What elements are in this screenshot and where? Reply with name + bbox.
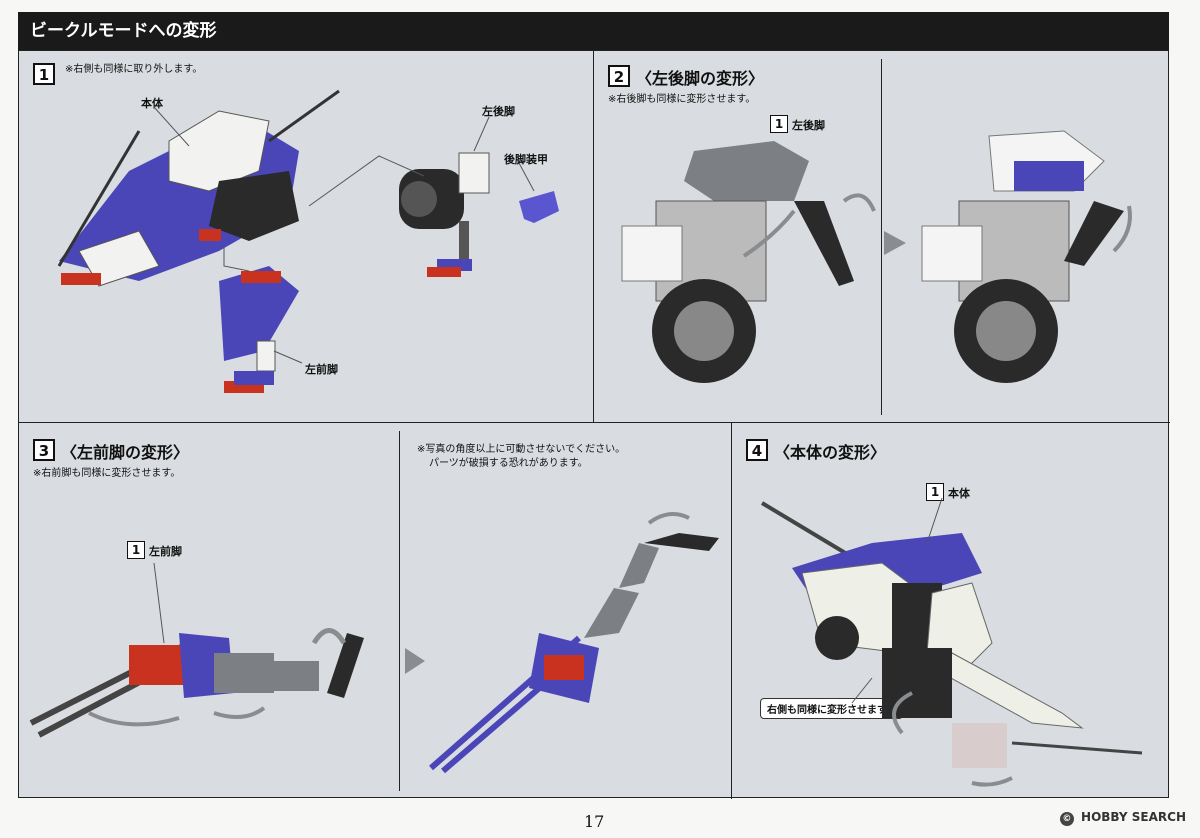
rotate-arrow-icon-7 — [647, 512, 690, 525]
step-2-panel: 2 〈左後脚の変形〉 ※右後脚も同様に変形させます。 1 左後脚 — [594, 51, 1170, 423]
step-4-part-number: 1 — [926, 483, 944, 501]
watermark-text: HOBBY SEARCH — [1081, 810, 1186, 824]
step-2-part-label: 左後脚 — [792, 119, 825, 132]
step-2-illustration — [621, 130, 1132, 383]
rotate-arrow-icon-2 — [842, 193, 876, 212]
label-body: 本体 — [141, 97, 163, 110]
section-header: ビークルモードへの変形 — [18, 12, 1169, 50]
step-2-part-number: 1 — [770, 115, 788, 133]
rotate-arrow-icon-4 — [88, 711, 180, 727]
step-3-note: ※右前脚も同様に変形させます。 — [33, 468, 181, 479]
step-4-panel: 4 〈本体の変形〉 1 本体 右側も同様に変形させます。 — [732, 423, 1170, 799]
next-arrow-icon — [884, 231, 906, 255]
step-4-illustration — [760, 497, 1143, 787]
rotate-arrow-icon-5 — [213, 706, 266, 719]
rotate-arrow-icon-3 — [1112, 205, 1132, 253]
step-1-number: 1 — [33, 63, 55, 85]
step-3-illustration — [29, 512, 719, 774]
step-1-panel: 1 ※右側も同様に取り外します。 本体 左後脚 後脚装甲 左前脚 — [19, 51, 594, 423]
next-arrow-icon-2 — [405, 648, 425, 674]
label-left-front-leg: 左前脚 — [305, 363, 338, 376]
step-2-note: ※右後脚も同様に変形させます。 — [608, 94, 756, 105]
step-3-part-label: 左前脚 — [149, 545, 182, 558]
robot-body-figure — [57, 89, 340, 287]
rear-leg-figure — [399, 152, 490, 277]
rear-leg-after-figure — [921, 130, 1124, 383]
step-1-illustration — [57, 89, 559, 393]
rotate-arrow-icon-8 — [892, 691, 913, 735]
section-title: ビークルモードへの変形 — [30, 21, 217, 41]
step-4-part-label: 本体 — [948, 487, 970, 500]
page-number: 17 — [584, 812, 605, 831]
front-leg-figure — [219, 266, 299, 393]
step-3-title: 〈左前脚の変形〉 — [61, 443, 190, 462]
step-2-title: 〈左後脚の変形〉 — [636, 69, 765, 88]
step-3-caution-1: ※写真の角度以上に可動させないでください。 — [417, 444, 626, 455]
rotate-arrow-icon-6 — [311, 628, 347, 645]
step-3-divider — [399, 431, 400, 791]
rear-leg-armor-figure — [519, 191, 559, 223]
rotate-arrow-icon-9 — [971, 776, 1013, 787]
front-leg-before-figure — [29, 633, 364, 738]
front-leg-after-figure — [429, 533, 719, 774]
step-3-part-number: 1 — [127, 541, 145, 559]
step-3-panel: 3 〈左前脚の変形〉 ※右前脚も同様に変形させます。 1 左前脚 ※写真の角度以… — [19, 423, 732, 799]
step-1-note: ※右側も同様に取り外します。 — [65, 64, 203, 75]
vehicle-mode-figure — [760, 501, 1143, 768]
step-3-caution-2: パーツが破損する恐れがあります。 — [429, 458, 588, 469]
step-4-number: 4 — [746, 439, 768, 461]
step-2-divider — [881, 59, 882, 415]
watermark-logo: © — [1059, 812, 1074, 826]
rotate-arrow-icon — [742, 209, 796, 258]
step-4-title: 〈本体の変形〉 — [774, 443, 887, 462]
label-left-rear-leg: 左後脚 — [482, 105, 515, 118]
rear-leg-before-figure — [621, 141, 854, 383]
step-2-number: 2 — [608, 65, 630, 87]
label-rear-leg-armor: 後脚装甲 — [504, 153, 548, 166]
step-3-number: 3 — [33, 439, 55, 461]
instruction-board: 1 ※右側も同様に取り外します。 本体 左後脚 後脚装甲 左前脚 — [18, 50, 1170, 799]
watermark: © HOBBY SEARCH — [1059, 810, 1186, 826]
